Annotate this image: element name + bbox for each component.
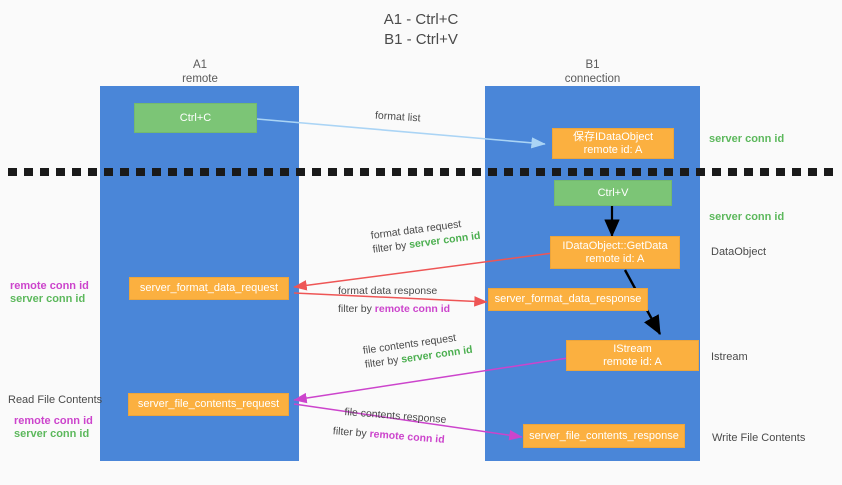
side-label-remote-conn-1: remote conn id (10, 280, 89, 292)
column-b1-name: B1 (585, 59, 600, 71)
edge-label-format-data-response: format data response filter by remote co… (338, 284, 450, 316)
side-label-dataobject: DataObject (711, 246, 767, 258)
side-label-istream: Istream (711, 351, 748, 363)
edge-format-data-response-line1: format data response (338, 285, 438, 297)
box-getdata-line1: IDataObject::GetData (562, 239, 668, 252)
edge-label-format-data-request: format data request filter by server con… (370, 215, 481, 257)
box-ctrl-c-label: Ctrl+C (179, 111, 212, 124)
edge-file-contents-response-line2: filter by remote conn id (332, 424, 445, 447)
edge-file-contents-response-key: remote conn id (369, 428, 446, 446)
edge-label-file-contents-request: file contents request filter by server c… (362, 329, 473, 372)
column-header-a1: A1 remote (100, 58, 300, 86)
edge-file-contents-request-filter-pre: filter by (364, 353, 403, 371)
box-server-file-contents-request-label: server_file_contents_request (137, 398, 280, 410)
column-a1-sub: remote (182, 73, 218, 85)
side-label-server-conn-mid: server conn id (709, 211, 785, 223)
edge-label-format-list: format list (375, 109, 421, 126)
column-a1-name: A1 (192, 59, 208, 71)
edge-label-file-contents-response: file contents response filter by remote … (332, 405, 447, 447)
box-istream-line2: remote id: A (603, 355, 662, 368)
box-save-dataobject[interactable]: 保存IDataObject remote id: A (552, 128, 674, 159)
box-server-format-data-request-label: server_format_data_request (139, 282, 279, 294)
side-label-server-conn-top: server conn id (709, 133, 785, 145)
box-ctrl-v[interactable]: Ctrl+V (554, 180, 672, 206)
column-header-b1: B1 connection (485, 58, 700, 86)
box-server-format-data-response[interactable]: server_format_data_response (488, 288, 648, 311)
column-b1-sub: connection (564, 73, 621, 85)
edge-format-data-response-filter-pre: filter by (338, 303, 375, 315)
title-line-1: A1 - Ctrl+C (383, 11, 459, 28)
box-server-file-contents-request[interactable]: server_file_contents_request (128, 393, 289, 416)
box-getdata[interactable]: IDataObject::GetData remote id: A (550, 236, 680, 269)
box-save-dataobject-line2: remote id: A (583, 143, 643, 156)
box-istream[interactable]: IStream remote id: A (566, 340, 699, 371)
side-label-server-conn-1: server conn id (10, 293, 86, 305)
page-title: A1 - Ctrl+C B1 - Ctrl+V (0, 10, 842, 50)
box-server-file-contents-response-label: server_file_contents_response (529, 429, 679, 442)
side-label-read-file-contents: Read File Contents (8, 394, 103, 406)
edge-file-contents-response-line1: file contents response (343, 405, 447, 426)
edge-label-format-list-text: format list (374, 109, 421, 125)
box-server-file-contents-response[interactable]: server_file_contents_response (523, 424, 685, 448)
edge-format-data-response-line2: filter by remote conn id (338, 302, 450, 316)
side-label-write-file-contents: Write File Contents (712, 432, 806, 444)
box-istream-line1: IStream (613, 342, 652, 355)
edge-format-data-request-filter-pre: filter by (371, 239, 410, 256)
edge-format-data-response-key: remote conn id (374, 303, 451, 315)
box-save-dataobject-line1: 保存IDataObject (572, 130, 654, 143)
box-ctrl-v-label: Ctrl+V (597, 186, 629, 199)
title-line-2: B1 - Ctrl+V (384, 31, 458, 48)
side-label-server-conn-2: server conn id (14, 428, 90, 440)
box-server-format-data-request[interactable]: server_format_data_request (129, 277, 289, 300)
box-getdata-line2: remote id: A (585, 252, 645, 265)
box-server-format-data-response-label: server_format_data_response (494, 293, 642, 305)
side-label-remote-conn-2: remote conn id (14, 415, 93, 427)
edge-file-contents-response-filter-pre: filter by (332, 425, 371, 440)
box-ctrl-c[interactable]: Ctrl+C (134, 103, 257, 133)
